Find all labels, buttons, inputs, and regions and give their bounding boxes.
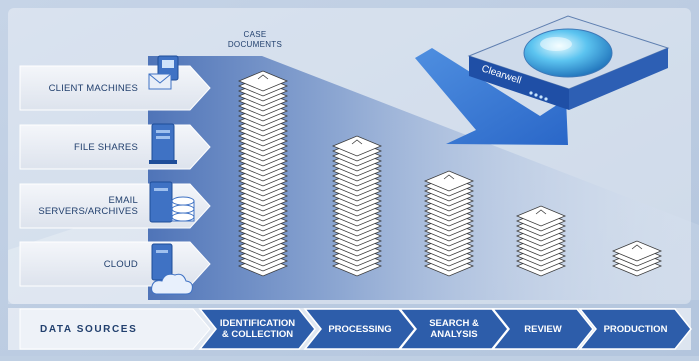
document-stack xyxy=(515,205,567,277)
status-light xyxy=(534,93,538,97)
cloud-server-icon xyxy=(151,243,193,295)
document-stack xyxy=(423,170,475,277)
workflow-stage-label: SEARCH &ANALYSIS xyxy=(429,318,479,340)
workflow-stage-arrow xyxy=(578,308,692,350)
data-sources-heading: DATA SOURCES xyxy=(40,324,138,335)
data-source-label: CLIENT MACHINES xyxy=(48,82,138,94)
workflow-stage-arrow xyxy=(491,308,594,350)
workflow-stage-label: REVIEW xyxy=(524,323,562,335)
workstation-icon xyxy=(148,55,179,90)
workflow-stage-label: PROCESSING xyxy=(328,323,392,335)
data-sources-tab xyxy=(19,308,211,350)
file-server-icon xyxy=(149,123,177,164)
document-fold xyxy=(443,174,455,180)
data-source-label: CLOUD xyxy=(103,258,138,270)
workflow-stage-arrow xyxy=(303,308,416,350)
status-light xyxy=(529,91,533,95)
document-stack xyxy=(611,240,663,277)
document-stack xyxy=(331,135,383,277)
data-source-label: FILE SHARES xyxy=(74,141,138,153)
clearwell-appliance: Clearwell xyxy=(467,15,670,110)
document-fold xyxy=(257,74,269,80)
document-stack xyxy=(237,70,289,277)
email-server-icon xyxy=(149,181,195,223)
document-fold xyxy=(535,209,547,215)
workflow-stage-label: PRODUCTION xyxy=(603,323,668,335)
data-source-0 xyxy=(19,55,211,111)
document-fold xyxy=(631,244,643,250)
data-source-1 xyxy=(19,123,211,170)
document-sheet xyxy=(423,170,475,192)
workflow-stage-label: IDENTIFICATION& COLLECTION xyxy=(219,318,296,340)
data-source-2 xyxy=(19,181,211,229)
document-sheet xyxy=(515,205,567,227)
document-sheet xyxy=(331,135,383,157)
status-light xyxy=(544,97,548,101)
workflow-stage-arrow xyxy=(198,308,316,350)
data-source-3 xyxy=(19,241,211,295)
document-sheet xyxy=(611,240,663,262)
appliance-dome xyxy=(523,28,613,78)
data-funnel xyxy=(148,56,699,300)
document-fold xyxy=(351,139,363,145)
document-sheet xyxy=(237,70,289,92)
workflow-stage-arrow xyxy=(398,308,509,350)
appliance-arrow xyxy=(415,48,568,145)
status-light xyxy=(539,95,543,99)
